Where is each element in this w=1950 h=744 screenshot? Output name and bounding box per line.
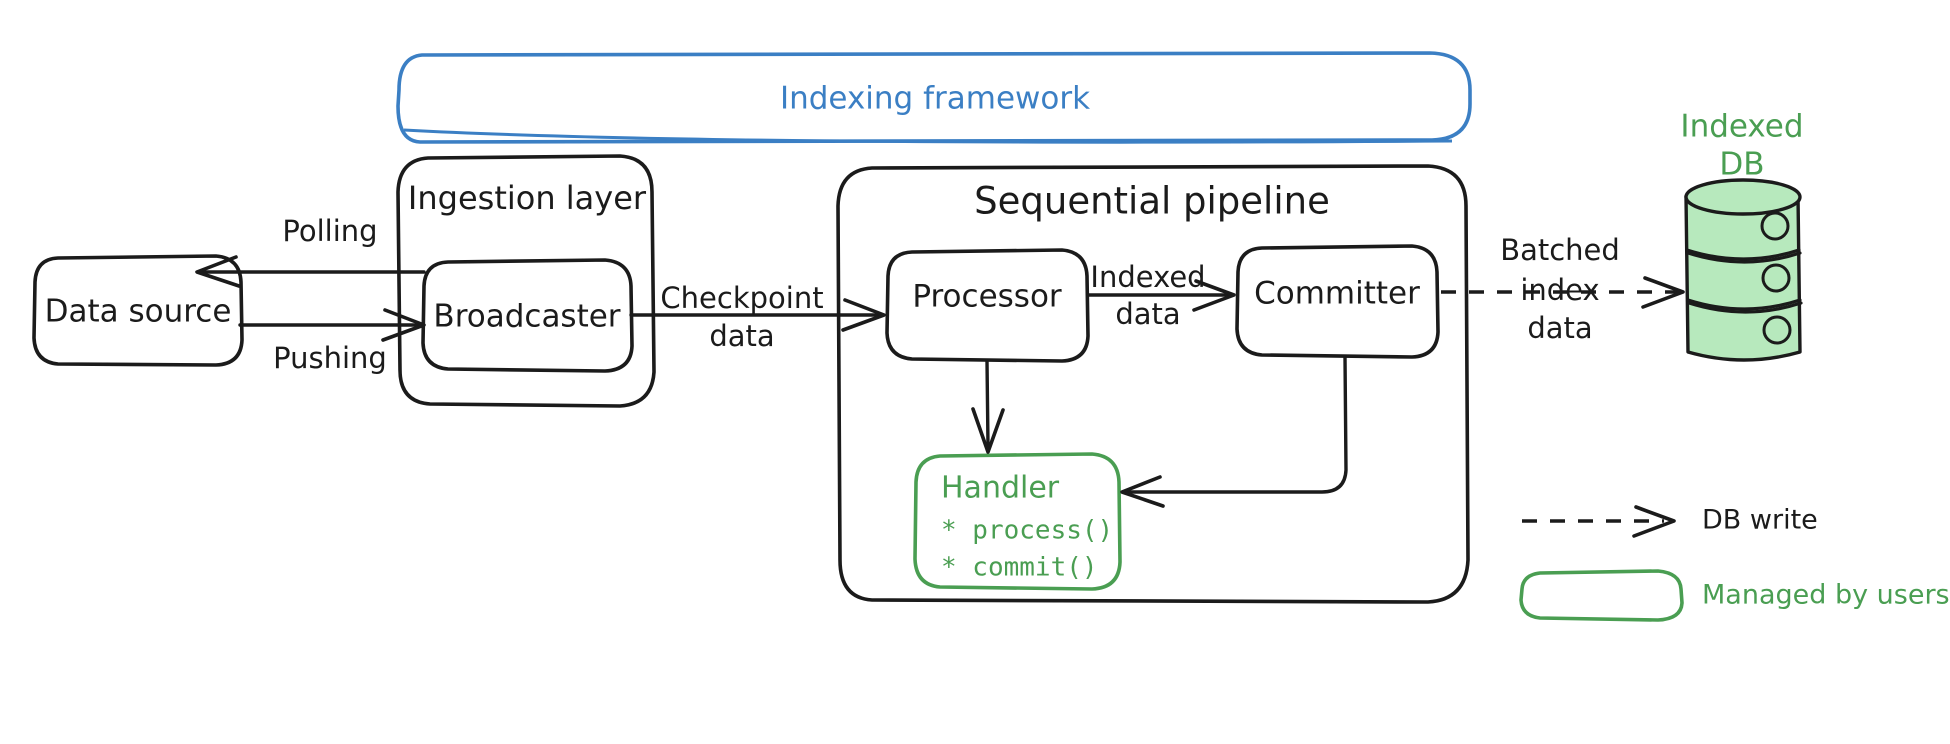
indexed-db-cylinder-top bbox=[1684, 178, 1802, 216]
processor-handler-line bbox=[985, 359, 990, 448]
legend-item-managed-by-users[interactable]: Managed by users bbox=[1519, 569, 1950, 622]
node-handler[interactable]: Handler * process() * commit() bbox=[913, 452, 1122, 591]
handler-method-commit: * commit() bbox=[941, 553, 1098, 583]
frame-label: Indexing framework bbox=[780, 81, 1090, 117]
edge-batched-index-data[interactable]: Batched index data bbox=[1441, 233, 1685, 345]
handler-title: Handler bbox=[941, 471, 1060, 506]
edge-pushing[interactable]: Pushing bbox=[238, 308, 426, 375]
node-indexed-db[interactable]: Indexed DB bbox=[1680, 109, 1804, 362]
committer-box bbox=[1235, 244, 1440, 359]
indexed-db-band-2b bbox=[1687, 301, 1803, 314]
polling-arrowhead bbox=[195, 255, 241, 288]
indexed-db-band-1 bbox=[1685, 248, 1801, 261]
data-source-label: Data source bbox=[45, 294, 232, 330]
ingestion-layer-label: Ingestion layer bbox=[408, 179, 647, 217]
node-committer[interactable]: Committer bbox=[1235, 244, 1440, 359]
edge-checkpoint-data[interactable]: Checkpoint data bbox=[629, 281, 886, 353]
indexed-db-band-1b bbox=[1686, 251, 1802, 264]
pushing-arrowhead bbox=[381, 308, 426, 342]
checkpoint-arrowhead bbox=[841, 298, 886, 332]
node-processor[interactable]: Processor bbox=[885, 248, 1090, 363]
node-data-source[interactable]: Data source bbox=[32, 254, 244, 367]
broadcaster-box bbox=[421, 258, 634, 373]
legend-db-write-label: DB write bbox=[1702, 505, 1818, 536]
sequential-pipeline-outline bbox=[836, 164, 1470, 604]
indexed-arrowhead bbox=[1192, 279, 1236, 312]
indexed-db-indicator-1 bbox=[1760, 211, 1790, 241]
committer-label: Committer bbox=[1254, 276, 1420, 312]
batched-arrowhead bbox=[1641, 276, 1685, 309]
legend: DB write Managed by users bbox=[1519, 505, 1950, 622]
checkpoint-label-line1: Checkpoint bbox=[660, 281, 823, 315]
data-source-box bbox=[32, 254, 244, 367]
group-sequential-pipeline[interactable]: Sequential pipeline bbox=[836, 164, 1470, 604]
frame-sketch-underline bbox=[403, 128, 1453, 144]
sequential-pipeline-label: Sequential pipeline bbox=[974, 180, 1330, 223]
checkpoint-label-line2: data bbox=[709, 319, 774, 353]
processor-handler-arrowhead bbox=[971, 407, 1005, 454]
batched-label-line1: Batched bbox=[1500, 233, 1620, 267]
broadcaster-label: Broadcaster bbox=[433, 299, 620, 335]
legend-managed-by-users-label: Managed by users bbox=[1702, 580, 1950, 611]
group-ingestion-layer[interactable]: Ingestion layer bbox=[396, 154, 656, 408]
edge-indexed-data[interactable]: Indexed data bbox=[1086, 260, 1236, 331]
batched-label-line2: index bbox=[1520, 273, 1599, 307]
legend-green-box-swatch bbox=[1519, 569, 1684, 622]
indexed-db-label-line2: DB bbox=[1719, 147, 1764, 183]
edge-committer-to-handler[interactable] bbox=[1120, 355, 1348, 508]
legend-item-db-write[interactable]: DB write bbox=[1522, 505, 1818, 538]
indexed-label-line1: Indexed bbox=[1090, 260, 1205, 294]
ingestion-layer-outline bbox=[396, 154, 656, 408]
indexed-db-indicator-2 bbox=[1761, 263, 1791, 293]
batched-label-line3: data bbox=[1527, 311, 1592, 345]
handler-box bbox=[913, 452, 1122, 591]
edge-processor-to-handler[interactable] bbox=[971, 359, 1005, 454]
committer-handler-line bbox=[1126, 355, 1348, 494]
pushing-label: Pushing bbox=[273, 341, 387, 375]
legend-dashed-arrow-head bbox=[1632, 505, 1676, 538]
polling-label: Polling bbox=[282, 214, 377, 248]
processor-label: Processor bbox=[912, 279, 1062, 315]
indexed-db-label-line1: Indexed bbox=[1680, 109, 1803, 145]
committer-handler-arrowhead bbox=[1120, 475, 1165, 508]
indexing-framework-frame[interactable]: Indexing framework bbox=[396, 51, 1472, 144]
handler-method-process: * process() bbox=[941, 516, 1113, 546]
indexed-label-line2: data bbox=[1115, 297, 1180, 331]
indexed-db-indicator-3 bbox=[1762, 315, 1792, 345]
node-broadcaster[interactable]: Broadcaster bbox=[421, 258, 634, 373]
processor-box bbox=[885, 248, 1090, 363]
indexed-db-band-2 bbox=[1686, 298, 1802, 311]
edge-polling[interactable]: Polling bbox=[195, 214, 426, 288]
